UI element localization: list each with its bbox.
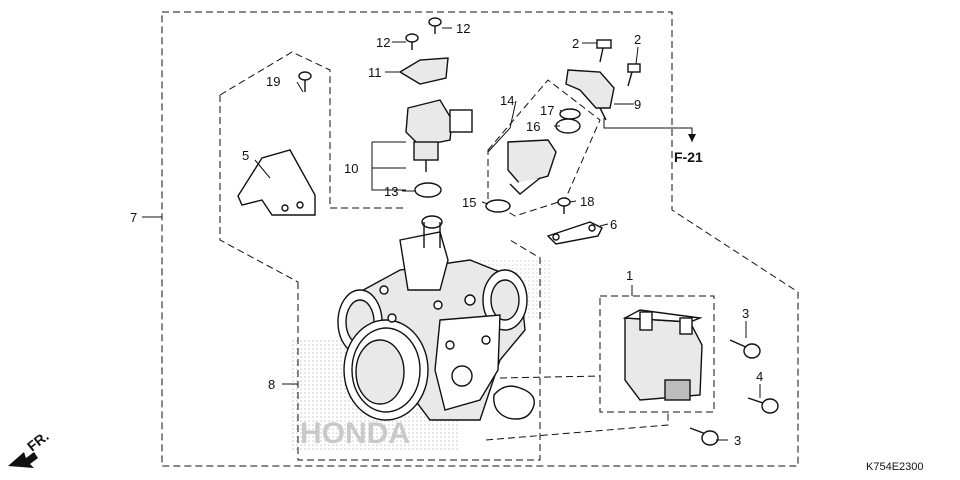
group-link-tps-2 (499, 375, 601, 379)
callout-3: 3 (734, 433, 741, 448)
sensor-9 (565, 69, 615, 121)
group-boundary-left (219, 95, 299, 283)
callout-18: 18 (580, 194, 594, 209)
callout-6: 6 (610, 217, 617, 232)
group-link-tps (485, 412, 669, 441)
callout-17: 17 (540, 103, 554, 118)
callout-19: 19 (266, 74, 280, 89)
callout-8: 8 (268, 377, 275, 392)
direction-label: FR. (24, 428, 52, 454)
screw-icon (557, 197, 571, 214)
bolt-icon (596, 39, 612, 63)
callout-11: 11 (368, 65, 382, 80)
leader-lines (142, 27, 761, 441)
plate-6 (546, 221, 603, 245)
idle-air-valve (405, 99, 473, 172)
throttle-body (337, 215, 528, 421)
o-ring-icon (559, 108, 581, 120)
callout-3: 3 (742, 306, 749, 321)
callout-14: 14 (500, 93, 514, 108)
callout-15: 15 (462, 195, 476, 210)
throttle-position-sensor (622, 309, 703, 401)
callout-2: 2 (572, 36, 579, 51)
callout-10: 10 (344, 161, 358, 176)
screw-icon (298, 71, 312, 92)
o-ring-icon (414, 182, 442, 198)
group-boundary-8 (297, 239, 541, 461)
callout-12: 12 (376, 35, 390, 50)
arrow-icon (8, 452, 38, 468)
callout-13: 13 (384, 184, 398, 199)
cover-11 (398, 57, 449, 85)
callout-9: 9 (634, 97, 641, 112)
watermark-text: HONDA (300, 417, 410, 450)
reference-label[interactable]: F-21 (674, 149, 703, 165)
seal-gasket (493, 385, 535, 420)
injector (507, 139, 557, 195)
screw-icon (428, 17, 442, 34)
callouts: 2 2 3 3 4 5 6 7 8 9 10 11 12 12 13 14 15… (130, 21, 763, 448)
screw-icon (405, 33, 419, 50)
group-boundary-7 (161, 11, 799, 467)
callout-7: 7 (130, 210, 137, 225)
bolt-icon (729, 339, 761, 359)
bracket-5 (237, 149, 316, 216)
callout-4: 4 (756, 369, 763, 384)
bolt-icon (747, 397, 779, 414)
bolt-icon (689, 427, 719, 446)
callout-16: 16 (526, 119, 540, 134)
bolt-icon (627, 63, 641, 87)
catalog-code: K754E2300 (866, 461, 924, 473)
o-ring-icon (485, 199, 511, 213)
callout-2: 2 (634, 32, 641, 47)
group-boundary-upper (219, 51, 405, 209)
callout-12: 12 (456, 21, 470, 36)
callout-5: 5 (242, 148, 249, 163)
callout-1: 1 (626, 268, 633, 283)
